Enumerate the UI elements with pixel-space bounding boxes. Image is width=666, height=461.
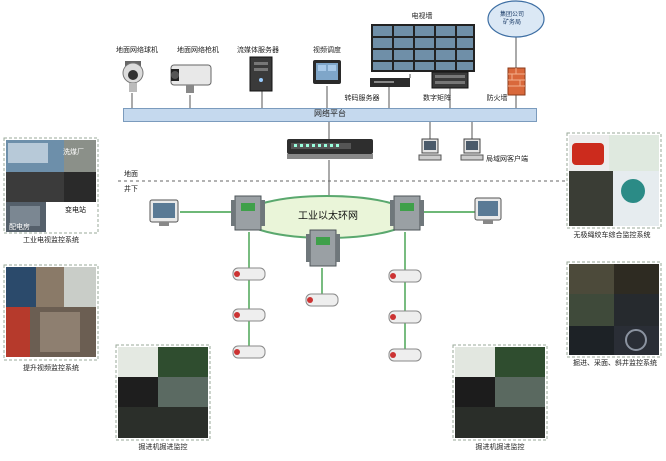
industrial-tv-title: 工业电视监控系统 [23, 236, 79, 244]
lan-client-label: 局域网客户端 [486, 155, 528, 163]
panel-tunnel [566, 261, 662, 358]
panel-industrial-tv [3, 137, 99, 234]
network-platform-label: 网络平台 [314, 109, 346, 118]
ring-network-label: 工业以太环网 [298, 211, 358, 222]
surface-label: 地面 [124, 170, 138, 178]
mine-camera-icon [232, 345, 266, 359]
panel-rope-winch [566, 132, 662, 229]
dome-camera-label: 地面网络球机 [116, 46, 158, 54]
ring-switch-icon [231, 195, 265, 231]
ring-switch-icon [390, 195, 424, 231]
rope-winch-title: 无极绳绞车综合监控系统 [573, 231, 651, 239]
ring-links [180, 211, 475, 355]
group-company-icon [487, 0, 545, 38]
firewall-label: 防火墙 [486, 94, 508, 102]
underground-label: 井下 [124, 185, 138, 193]
network-platform-bar [123, 108, 537, 122]
underground-monitor-icon [149, 199, 179, 226]
panel-bottom-left [115, 344, 211, 441]
mine-camera-icon [305, 293, 339, 307]
ring-switch-icon [306, 229, 340, 267]
digital-matrix-label: 数字矩阵 [423, 94, 451, 102]
dome-camera-icon [122, 61, 144, 92]
video-dispatch-label: 视频调度 [313, 46, 341, 54]
video-wall-label: 电视墙 [411, 12, 433, 20]
caption-distribution-room: 配电房 [9, 223, 30, 231]
bottom-left-title: 掘进机掘进监控 [138, 443, 188, 451]
mine-cameras [232, 267, 422, 362]
group-company-label: 集团公司 矿务局 [500, 11, 525, 26]
bottom-right-title: 掘进机掘进监控 [475, 443, 525, 451]
underground-monitor-icon [474, 197, 502, 224]
tunnel-title: 掘进、采面、斜井监控系统 [573, 359, 657, 367]
bullet-camera-icon [170, 64, 212, 93]
mine-camera-icon [388, 269, 422, 283]
connection-lines [131, 37, 517, 196]
bullet-camera-label: 地面网络枪机 [177, 46, 219, 54]
core-switch-icon [287, 139, 373, 159]
hoist-title: 提升视频监控系统 [23, 364, 79, 372]
transcode-server-label: 转码服务器 [344, 94, 380, 102]
mine-camera-icon [388, 348, 422, 362]
media-server-icon [249, 56, 273, 92]
video-dispatch-icon [313, 60, 341, 84]
firewall-icon [507, 67, 526, 96]
lan-client-icon [460, 138, 484, 161]
transcode-server-icon [370, 78, 410, 87]
mine-camera-icon [232, 267, 266, 281]
lan-client-icon [418, 138, 442, 161]
panel-bottom-right [452, 344, 548, 441]
video-wall-icon [371, 24, 475, 72]
caption-substation: 变电站 [65, 206, 86, 214]
mine-camera-icon [232, 308, 266, 322]
panel-hoist [3, 264, 99, 361]
caption-coal-washing: 洗煤厂 [63, 148, 84, 156]
digital-matrix-icon [431, 71, 469, 89]
media-server-label: 流媒体服务器 [237, 46, 279, 54]
mine-camera-icon [388, 310, 422, 324]
